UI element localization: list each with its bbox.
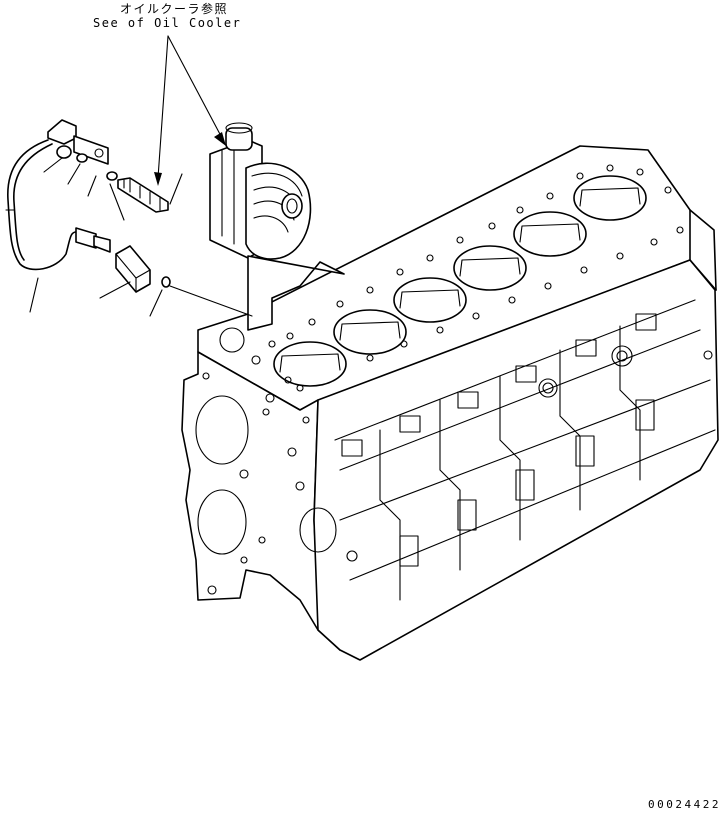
small-hardware [56, 145, 253, 317]
cylinder-block [181, 145, 719, 661]
reference-note-japanese: オイルクーラ参照 [120, 2, 229, 16]
block-side-ribs [334, 299, 716, 601]
block-bolts [341, 313, 713, 567]
callout-leaders [29, 157, 163, 317]
front-face-holes [195, 327, 337, 595]
sensor-harness [5, 119, 111, 271]
reference-note-english: See of Oil Cooler [93, 16, 242, 30]
document-id: 00024422 [648, 798, 721, 811]
cylinder-bores [273, 175, 647, 387]
oil-cooler [209, 122, 345, 331]
reference-arrows [154, 35, 226, 186]
